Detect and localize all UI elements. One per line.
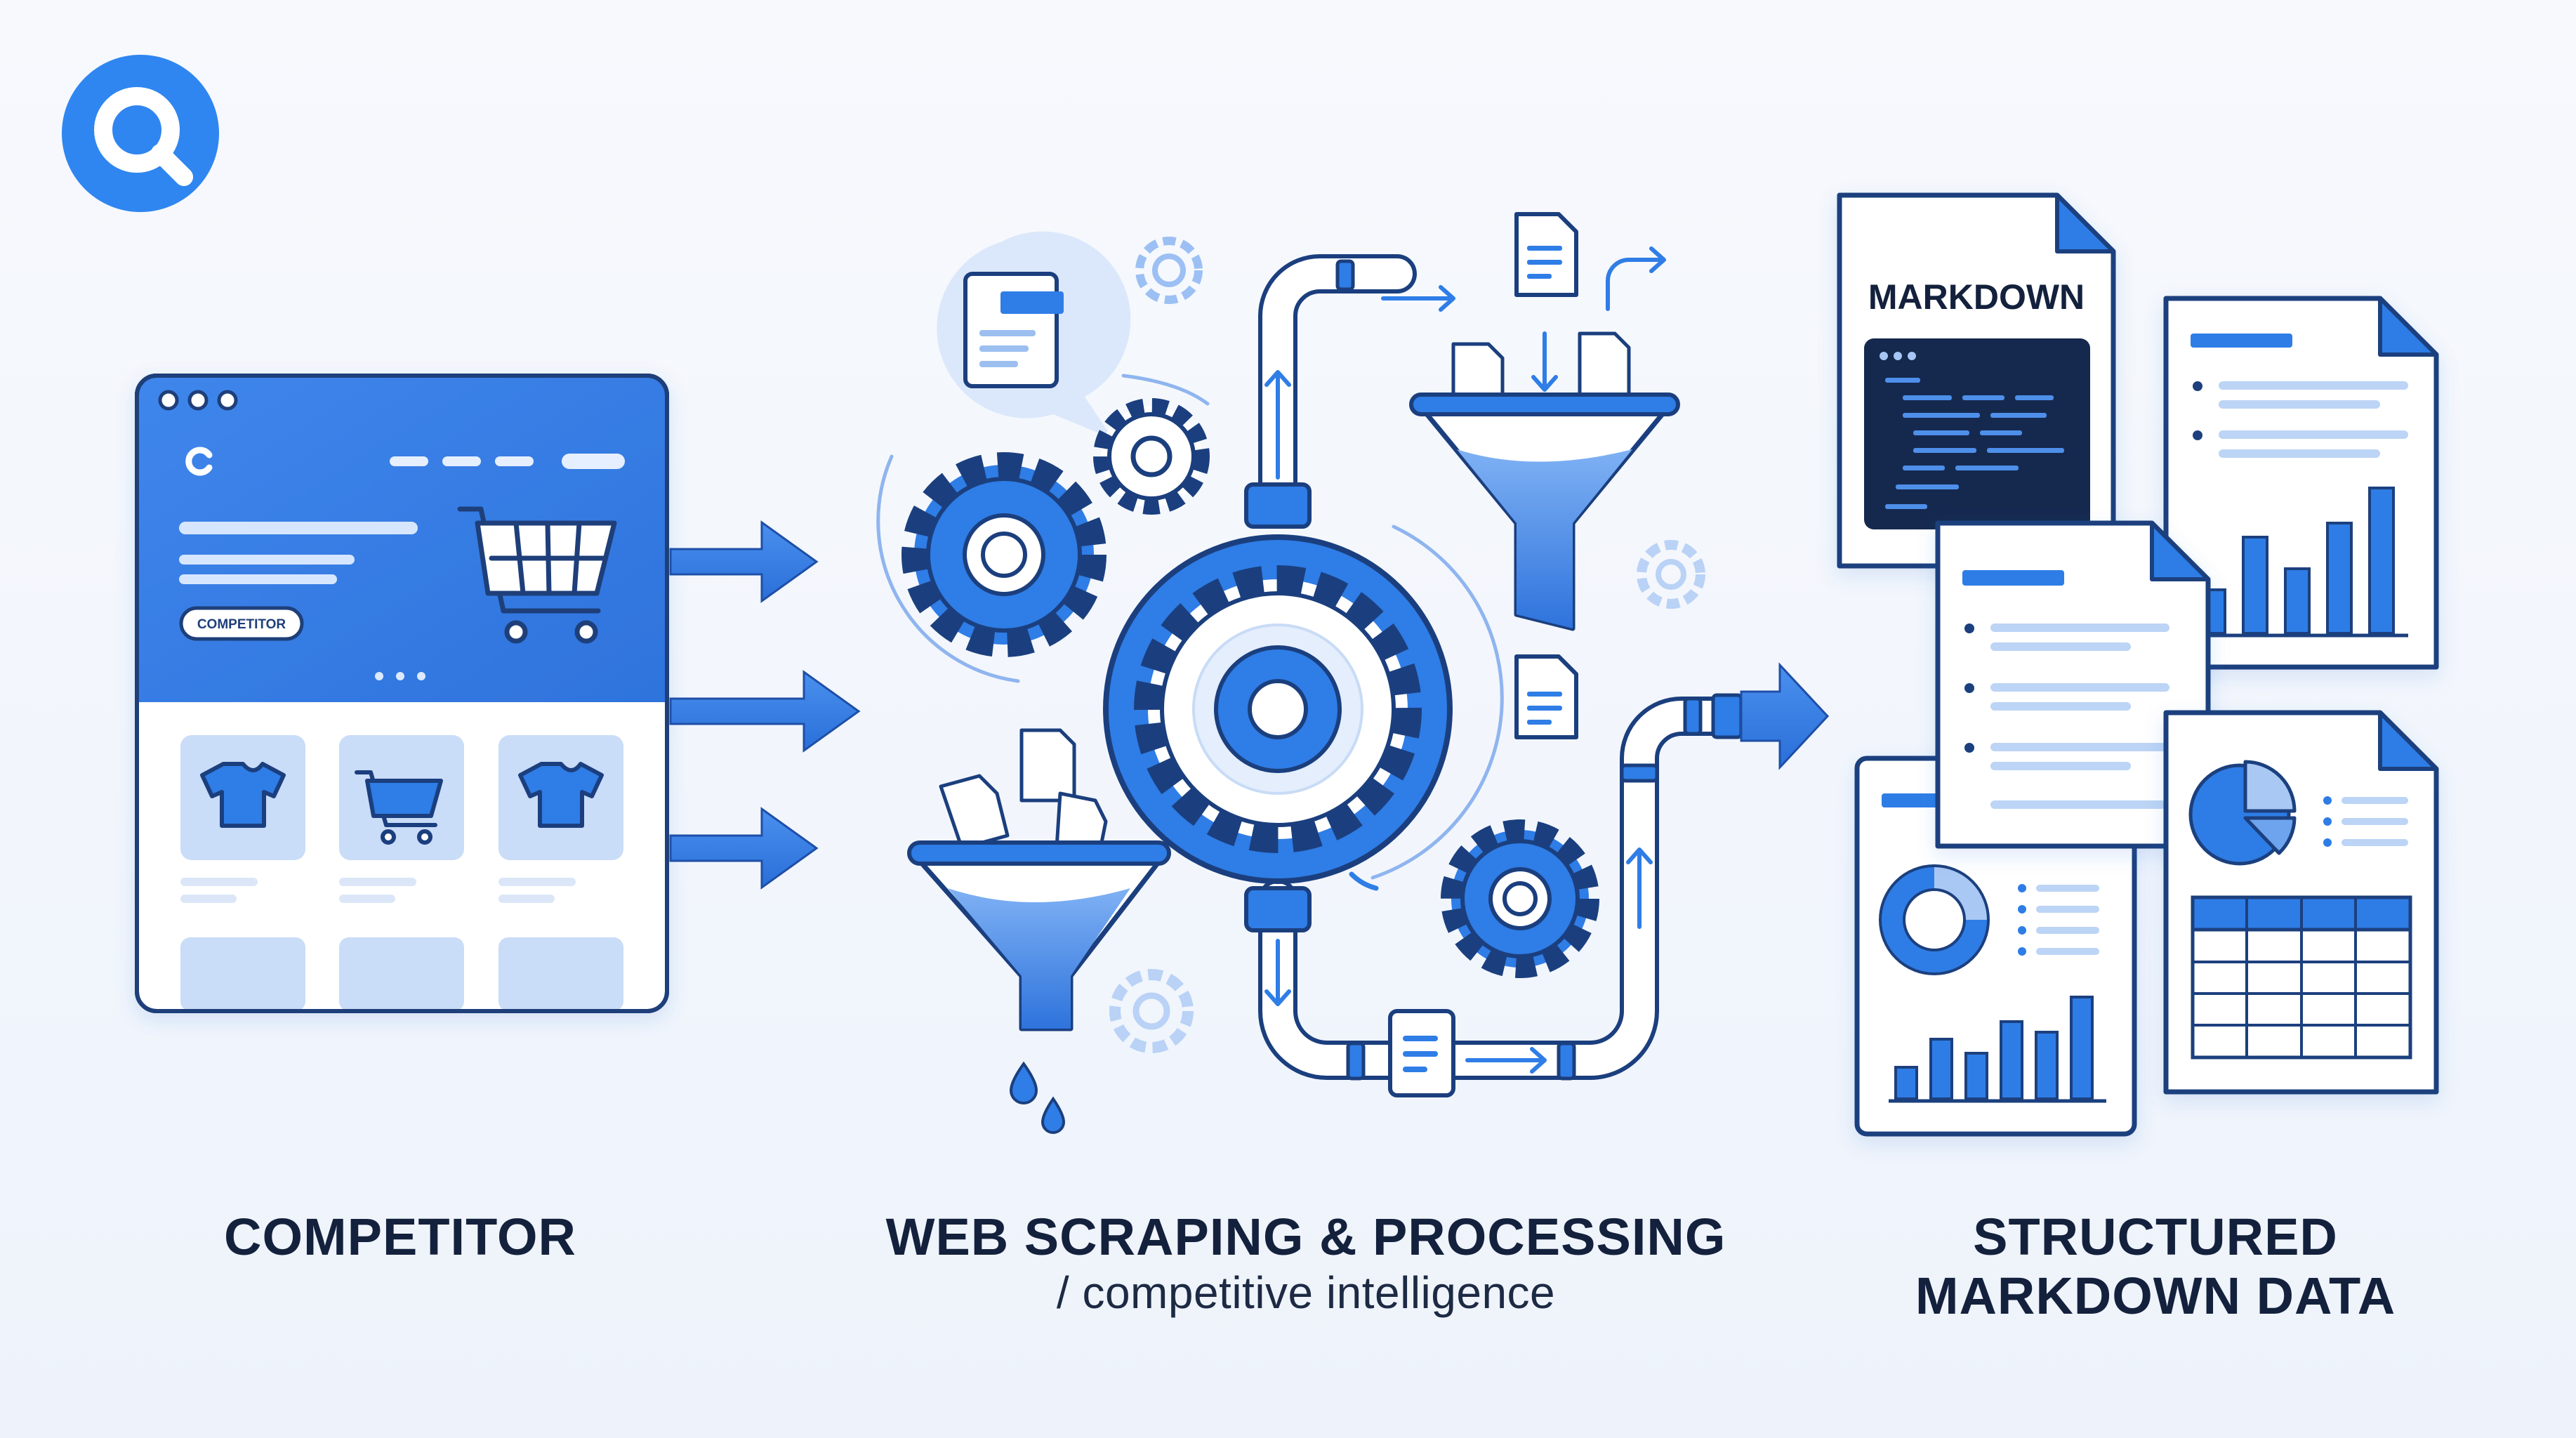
carousel-dots: [375, 672, 425, 680]
product-card-tshirt-1: [180, 735, 305, 1011]
t-shirt-icon: [200, 762, 286, 828]
document-icon: [1388, 1009, 1455, 1097]
site-logo-icon: [185, 447, 213, 476]
pipeline-pipes: [1258, 254, 1754, 1080]
hero-competitor-button[interactable]: [179, 606, 304, 641]
document-speech-bubble-icon: [937, 231, 1131, 439]
droplet-icon: [1041, 1096, 1066, 1134]
gear-icon: [1135, 237, 1203, 304]
competitor-caption: COMPETITOR: [119, 1208, 681, 1267]
filter-funnel-icon: [907, 728, 1171, 1134]
document-icon: [1514, 654, 1578, 739]
code-editor-panel: [1864, 338, 2090, 529]
cart-icon: [355, 770, 443, 845]
markdown-label: MARKDOWN: [1868, 277, 2085, 317]
donut-chart-document: [1854, 756, 2137, 1137]
big-arrow-right-icon: [1740, 662, 1830, 770]
product-card-cart: [339, 735, 464, 1011]
central-processing-hub: [1103, 482, 1453, 932]
site-nav-bars: [390, 454, 625, 469]
product-card-tshirt-2: [498, 735, 623, 1011]
arrow-right-icon: [669, 520, 819, 603]
gear-icon: [1109, 969, 1194, 1053]
gear-icon: [901, 452, 1107, 657]
arrow-right-icon: [669, 670, 861, 753]
data-flow-arrows-left: [669, 520, 861, 890]
gear-icon: [1093, 398, 1210, 515]
pie-table-document: [2163, 710, 2439, 1095]
list-document: [1935, 520, 2211, 849]
window-control-dots: [158, 390, 238, 411]
output-caption: STRUCTURED MARKDOWN DATA: [1839, 1208, 2471, 1326]
competitor-website-window: [135, 374, 669, 1013]
processing-title: WEB SCRAPING & PROCESSING: [885, 1208, 1726, 1266]
pipe-couplers: [1335, 259, 1743, 1081]
filter-funnel-icon: [1409, 331, 1680, 631]
competitor-title: COMPETITOR: [224, 1208, 576, 1266]
droplet-icon: [1009, 1061, 1038, 1104]
output-title-line1: STRUCTURED: [1973, 1208, 2338, 1266]
output-title-line2: MARKDOWN DATA: [1915, 1267, 2396, 1325]
shopping-cart-icon: [457, 506, 617, 644]
cycle-arrows: [1349, 871, 1379, 891]
cycle-arrows: [876, 374, 1504, 880]
flow-arrows: [1264, 246, 1666, 1074]
arrow-right-icon: [669, 807, 819, 890]
gear-icon: [1637, 540, 1705, 609]
gear-icon: [1441, 819, 1599, 978]
hero-competitor-button-label: COMPETITOR: [197, 617, 286, 632]
hero-text-lines: [179, 522, 418, 584]
t-shirt-icon: [518, 762, 604, 828]
processing-caption: WEB SCRAPING & PROCESSING / competitive …: [807, 1208, 1804, 1319]
search-magnifier-logo-icon: [62, 55, 219, 212]
processing-subtitle: / competitive intelligence: [1056, 1267, 1556, 1318]
document-icon: [1514, 212, 1578, 297]
